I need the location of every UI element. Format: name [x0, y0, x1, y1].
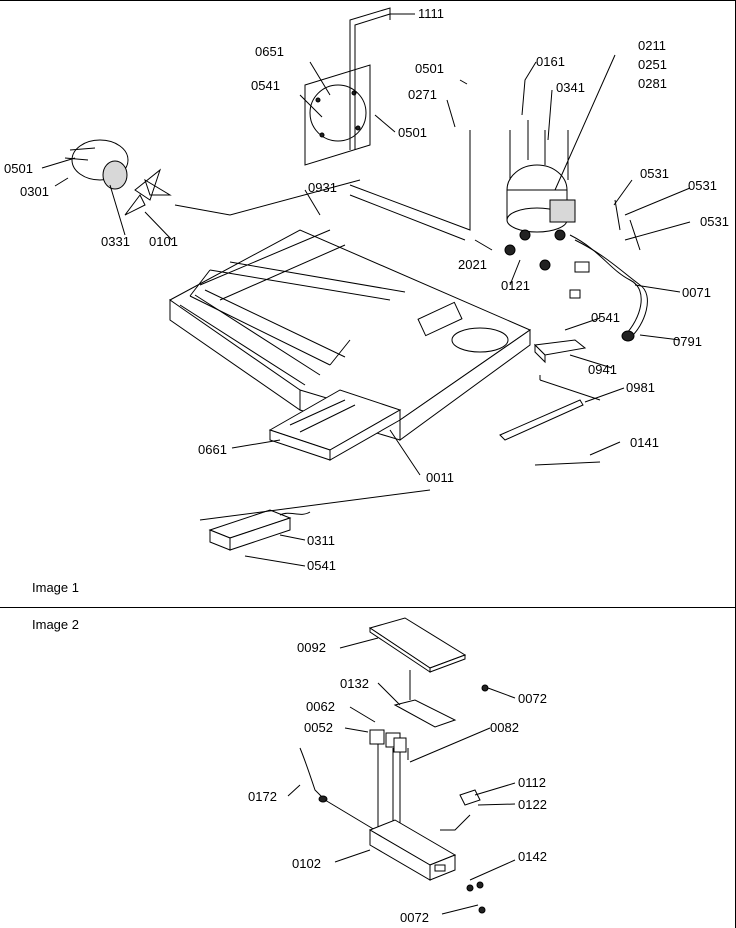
callout-0981: 0981	[626, 380, 655, 395]
callout-0301: 0301	[20, 184, 49, 199]
callout-0011: 0011	[426, 470, 454, 485]
callout-0071: 0071	[682, 285, 711, 300]
terminal-box	[368, 819, 457, 881]
compressor	[504, 120, 576, 271]
callout-0101: 0101	[149, 234, 178, 249]
callout-0102: 0102	[292, 856, 321, 871]
callout-0661: 0661	[198, 442, 227, 457]
wiring-harness	[569, 199, 648, 342]
callout-0531: 0531	[640, 166, 669, 181]
fan-shroud	[304, 64, 371, 166]
callout-0082: 0082	[490, 720, 519, 735]
callout-0311: 0311	[307, 533, 335, 548]
callout-0341: 0341	[556, 80, 585, 95]
condenser-coil	[189, 261, 406, 366]
callout-0062: 0062	[306, 699, 335, 714]
callout-0531: 0531	[700, 214, 729, 229]
callout-0141: 0141	[630, 435, 659, 450]
image1-label: Image 1	[32, 580, 79, 595]
callout-0501: 0501	[415, 61, 444, 76]
callout-1111: 1111	[418, 6, 444, 21]
relay-bracket	[533, 339, 587, 364]
heater-plate	[393, 670, 457, 728]
callout-0121: 0121	[501, 278, 530, 293]
heater-cover	[368, 617, 467, 673]
wire-lead	[299, 747, 376, 831]
callout-0651: 0651	[255, 44, 284, 59]
callout-0941: 0941	[588, 362, 617, 377]
callout-0092: 0092	[297, 640, 326, 655]
callout-0211: 0211	[638, 38, 666, 53]
image2-label: Image 2	[32, 617, 79, 632]
callout-0501: 0501	[398, 125, 427, 140]
callout-0541: 0541	[307, 558, 336, 573]
relay-switches	[369, 729, 409, 838]
control-box	[199, 489, 431, 551]
callout-2021: 2021	[458, 257, 487, 272]
callout-0072: 0072	[400, 910, 429, 925]
callout-0271: 0271	[408, 87, 437, 102]
callout-0501: 0501	[4, 161, 33, 176]
callout-0112: 0112	[518, 775, 546, 790]
callout-0541: 0541	[251, 78, 280, 93]
callout-0052: 0052	[304, 720, 333, 735]
section-divider	[0, 607, 736, 608]
callout-0531: 0531	[688, 178, 717, 193]
callout-0122: 0122	[518, 797, 547, 812]
fan-motor-assembly	[64, 139, 361, 216]
callout-0251: 0251	[638, 57, 667, 72]
callout-0281: 0281	[638, 76, 667, 91]
callout-0331: 0331	[101, 234, 130, 249]
screws	[466, 684, 489, 914]
callout-0142: 0142	[518, 849, 547, 864]
drain-pan	[268, 389, 402, 461]
callout-0931: 0931	[308, 180, 337, 195]
callout-0161: 0161	[536, 54, 565, 69]
mounting-rail	[499, 375, 601, 466]
callout-0132: 0132	[340, 676, 369, 691]
callout-0791: 0791	[673, 334, 702, 349]
callout-0172: 0172	[248, 789, 277, 804]
callout-0541: 0541	[591, 310, 620, 325]
clip-bracket	[440, 789, 481, 831]
callout-0072: 0072	[518, 691, 547, 706]
